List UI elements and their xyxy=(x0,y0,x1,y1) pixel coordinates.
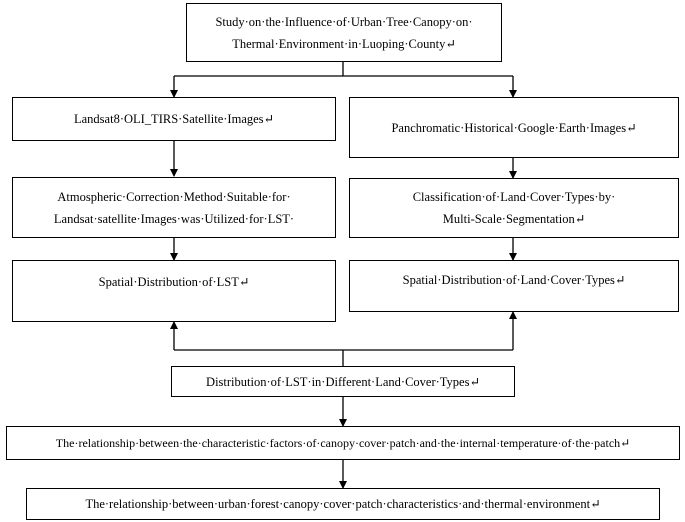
lst-distribution-box: Spatial·Distribution·of·LST↵ xyxy=(12,260,336,322)
title-line-1: Study·on·the·Influence·of·Urban·Tree·Can… xyxy=(215,14,473,29)
atmospheric-line-1: Atmospheric·Correction·Method·Suitable·f… xyxy=(57,189,291,204)
panchromatic-source-box: Panchromatic·Historical·Google·Earth·Ima… xyxy=(349,97,679,158)
classification-box: Classification·of·Land·Cover·Types·by· M… xyxy=(349,178,679,238)
lst-by-landcover-label: Distribution·of·LST·in·Different·Land·Co… xyxy=(206,374,480,389)
classification-line-1: Classification·of·Land·Cover·Types·by· xyxy=(412,190,616,204)
lst-by-landcover-box: Distribution·of·LST·in·Different·Land·Co… xyxy=(171,366,515,397)
landsat-source-label: Landsat8·OLI_TIRS·Satellite·Images↵ xyxy=(74,112,274,126)
landcover-distribution-box: Spatial·Distribution·of·Land·Cover·Types… xyxy=(349,260,679,312)
canopy-thermal-relationship-box: The·relationship·between·urban·forest·ca… xyxy=(26,488,660,520)
panchromatic-source-label: Panchromatic·Historical·Google·Earth·Ima… xyxy=(391,120,637,135)
atmospheric-line-2: Landsat·satellite·Images·was·Utilized·fo… xyxy=(53,211,295,226)
title-line-2: Thermal·Environment·in·Luoping·County↵ xyxy=(232,36,456,51)
landcover-distribution-label: Spatial·Distribution·of·Land·Cover·Types… xyxy=(402,273,626,287)
classification-line-2: Multi-Scale·Segmentation↵ xyxy=(442,212,586,226)
patch-temperature-relationship-box: The·relationship·between·the·characteris… xyxy=(6,426,680,460)
title-box: Study·on·the·Influence·of·Urban·Tree·Can… xyxy=(186,3,502,62)
patch-temperature-relationship-label: The·relationship·between·the·characteris… xyxy=(55,436,631,450)
atmospheric-correction-box: Atmospheric·Correction·Method·Suitable·f… xyxy=(12,177,336,238)
canopy-thermal-relationship-label: The·relationship·between·urban·forest·ca… xyxy=(85,497,601,511)
lst-distribution-label: Spatial·Distribution·of·LST↵ xyxy=(98,275,250,289)
landsat-source-box: Landsat8·OLI_TIRS·Satellite·Images↵ xyxy=(12,97,336,141)
